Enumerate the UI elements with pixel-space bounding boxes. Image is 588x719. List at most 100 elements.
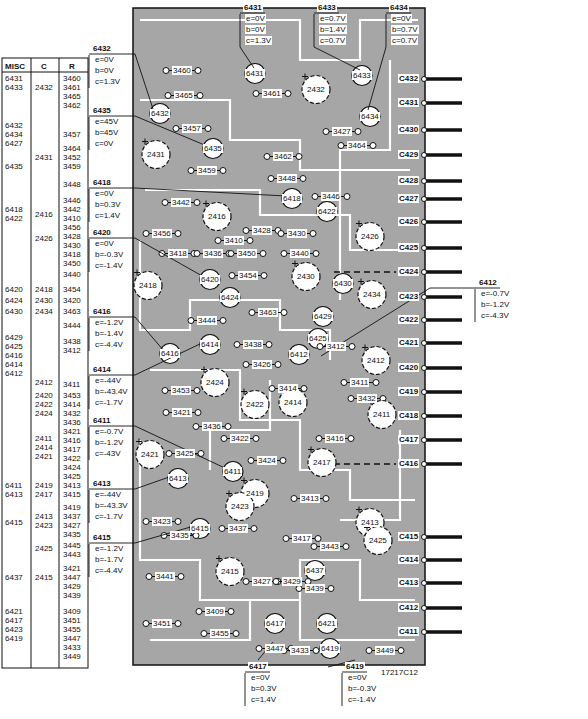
component-label: 2411 — [372, 410, 391, 419]
voltage-value: b=-1.7V — [94, 555, 124, 564]
solder-pad — [251, 526, 257, 532]
table-cell: 2420 — [34, 391, 54, 400]
component-label: 3438 — [243, 340, 263, 349]
connector-pad — [422, 246, 427, 251]
component-label: 3412 — [326, 342, 346, 351]
table-cell: 6427 — [4, 139, 24, 148]
component-label: 6424 — [220, 293, 240, 302]
polarity-mark — [241, 389, 247, 395]
voltage-value: b=0V — [245, 25, 266, 34]
table-cell: 6420 — [4, 285, 24, 294]
solder-pad — [194, 200, 200, 206]
component-label: 3449 — [375, 646, 395, 655]
component-label: 3450 — [237, 249, 257, 258]
callout-number: 6431 — [243, 3, 263, 12]
callout-bracket — [89, 427, 90, 460]
table-cell: 3436 — [62, 418, 82, 427]
table-cell: 3457 — [62, 130, 82, 139]
solder-pad — [194, 251, 200, 257]
component-label: 3462 — [273, 152, 293, 161]
component-label: 3459 — [197, 166, 217, 175]
connector-lead — [422, 390, 462, 394]
connector-lead — [422, 630, 462, 634]
leader-line — [114, 426, 227, 469]
callout-number: 6433 — [317, 3, 337, 12]
solder-pad — [173, 126, 179, 132]
voltage-value: e=-44V — [94, 490, 122, 499]
solder-pad — [398, 648, 404, 654]
voltage-value: e=-44V — [94, 376, 122, 385]
connector-pin: C412 — [398, 603, 419, 612]
component-label: 3446 — [321, 192, 341, 201]
table-cell: 3432 — [62, 409, 82, 418]
voltage-value: e=-0.7V — [94, 427, 124, 436]
component-label: 3439 — [305, 584, 325, 593]
solder-pad — [313, 251, 319, 257]
copper-gaps — [140, 20, 418, 640]
component-label: 3441 — [155, 572, 175, 581]
connector-pin: C427 — [398, 194, 419, 203]
solder-pad — [313, 648, 319, 654]
capacitor-symbol — [216, 558, 244, 586]
solder-pad — [220, 168, 226, 174]
solder-pad — [233, 631, 239, 637]
transistor-symbol — [305, 561, 325, 581]
solder-pad — [188, 168, 194, 174]
capacitor-symbol — [364, 527, 392, 555]
callout-bracket — [89, 189, 90, 222]
callout-number: 6419 — [345, 662, 365, 671]
solder-pad — [373, 380, 379, 386]
connector-lead — [422, 246, 462, 250]
table-cell: 3413 — [62, 481, 82, 490]
table-cell: 2417 — [34, 490, 54, 499]
solder-pad — [229, 273, 235, 279]
solder-pad — [269, 386, 275, 392]
connector-pad — [422, 197, 427, 202]
circuit-board — [133, 8, 425, 665]
component-label: 2414 — [283, 398, 303, 407]
solder-pad — [266, 342, 272, 348]
connector-pin: C414 — [398, 555, 419, 564]
transistor-symbol — [313, 307, 333, 327]
table-cell: 3460 — [62, 74, 82, 83]
component-label: 3454 — [238, 271, 258, 280]
leader-line — [114, 526, 194, 543]
table-rule — [31, 58, 32, 668]
table-cell: 3425 — [62, 472, 82, 481]
table-cell: 6411 — [4, 481, 23, 490]
table-cell: 3409 — [62, 607, 82, 616]
transistor-symbol — [317, 614, 337, 634]
callout-number: 6418 — [92, 178, 112, 187]
solder-pad — [328, 586, 334, 592]
solder-pad — [146, 574, 152, 580]
callout-bracket — [386, 14, 387, 47]
connector-pin: C419 — [398, 387, 419, 396]
solder-pad — [194, 388, 200, 394]
connector-pin: C432 — [398, 74, 419, 83]
connector-pin: C424 — [398, 267, 419, 276]
connector-pad — [422, 366, 427, 371]
table-cell: 3422 — [62, 454, 82, 463]
component-label: 6413 — [168, 474, 188, 483]
connector-pad — [422, 390, 427, 395]
connector-pin: C413 — [398, 578, 419, 587]
table-cell: 3414 — [62, 400, 82, 409]
table-cell: 3438 — [62, 337, 82, 346]
table-cell: 3437 — [62, 512, 82, 521]
callout-number: 6435 — [92, 106, 112, 115]
connector-lead — [422, 153, 462, 157]
connector-lead — [422, 318, 462, 322]
table-cell: 3427 — [62, 521, 82, 530]
table-cell: 3418 — [62, 250, 82, 259]
connector-lead — [422, 438, 462, 442]
component-label: 3417 — [292, 534, 312, 543]
solder-pad — [278, 231, 284, 237]
voltage-value: c=-1.7V — [94, 512, 124, 521]
connector-lead — [422, 101, 462, 105]
table-cell: 2434 — [34, 307, 54, 316]
leader-line — [321, 288, 475, 356]
table-cell: 2431 — [34, 153, 54, 162]
connector-pad — [422, 606, 427, 611]
solder-pad — [165, 93, 171, 99]
leader-line — [114, 342, 204, 375]
